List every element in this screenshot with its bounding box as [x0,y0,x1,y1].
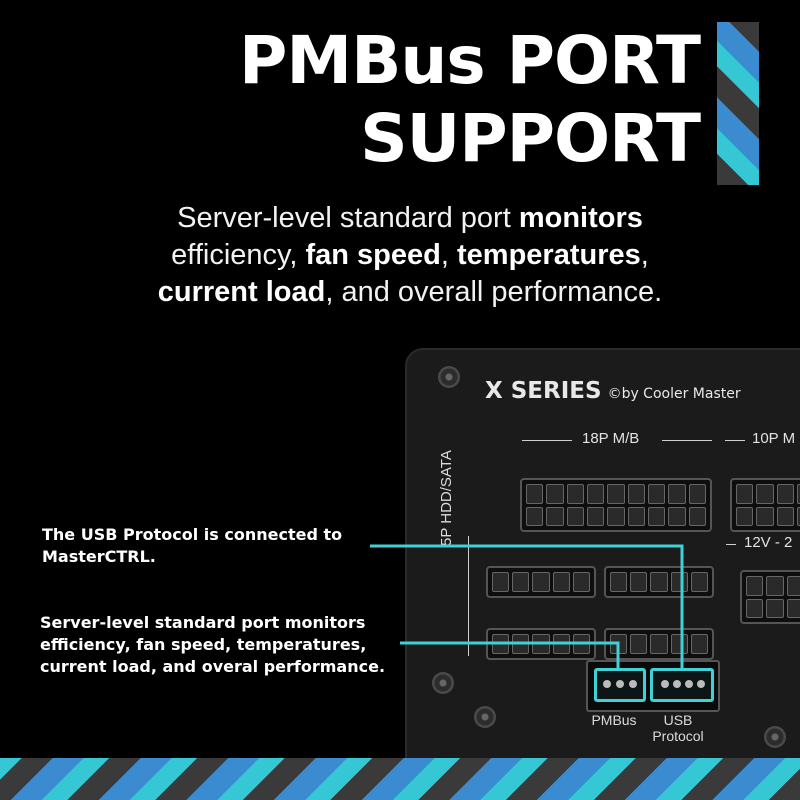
usb-protocol-port [650,668,714,702]
connector-18p [520,478,712,532]
bottom-stripe-decoration [0,758,800,800]
pmbus-port [594,668,646,702]
callout-line: MasterCTRL. [42,547,156,566]
screw-icon [764,726,786,748]
psu-panel [405,348,800,792]
label-18p: 18P M/B [582,430,640,447]
intro-bold: current load [157,276,326,308]
usb-callout-line [370,544,684,670]
connector-sata-2 [604,566,714,598]
connector-12v [740,570,800,624]
usb-callout: The USB Protocol is connected to MasterC… [42,524,342,568]
psu-brand: X SERIES ©by Cooler Master [485,378,741,404]
connector-10p [730,478,800,532]
divider [662,440,712,441]
series-label: X SERIES [485,378,602,404]
intro-part: , [440,239,457,271]
label-10p: 10P M [752,430,796,447]
divider [725,440,745,441]
callout-line: The USB Protocol is connected to [42,525,343,544]
screw-icon [438,366,460,388]
page-title: PMBus PORT SUPPORT [239,22,701,178]
divider [468,536,469,656]
usb-caption-line: Protocol [652,728,704,744]
title-stripe-decoration [717,22,759,185]
divider [726,544,736,545]
intro-bold: temperatures [457,239,641,271]
intro-part: efficiency, [171,239,306,271]
screw-icon [432,672,454,694]
maker-label: ©by Cooler Master [607,386,741,402]
connector-sata-1 [486,566,596,598]
intro-text: Server-level standard port monitors effi… [100,200,720,311]
title-line-1: PMBus PORT [239,22,701,99]
callout-line: current load, and overal performance. [40,657,386,676]
title-line-2: SUPPORT [360,100,701,177]
usb-caption-line: USB [663,712,693,728]
intro-part: , and overall performance. [325,276,663,308]
pmbus-callout-line [400,641,620,670]
label-12v: 12V - 2 [744,534,793,551]
screw-icon [474,706,496,728]
intro-bold: monitors [518,202,643,234]
callout-line: Server-level standard port monitors [40,613,366,632]
pmbus-callout: Server-level standard port monitors effi… [40,612,385,678]
connector-sata-4 [604,628,714,660]
divider [522,440,572,441]
intro-part: Server-level standard port [177,202,519,234]
usb-caption: USB Protocol [646,712,710,744]
intro-part: , [640,239,649,271]
intro-bold: fan speed [305,239,441,271]
pmbus-caption: PMBus [591,712,637,728]
callout-line: efficiency, fan speed, temperatures, [40,635,367,654]
